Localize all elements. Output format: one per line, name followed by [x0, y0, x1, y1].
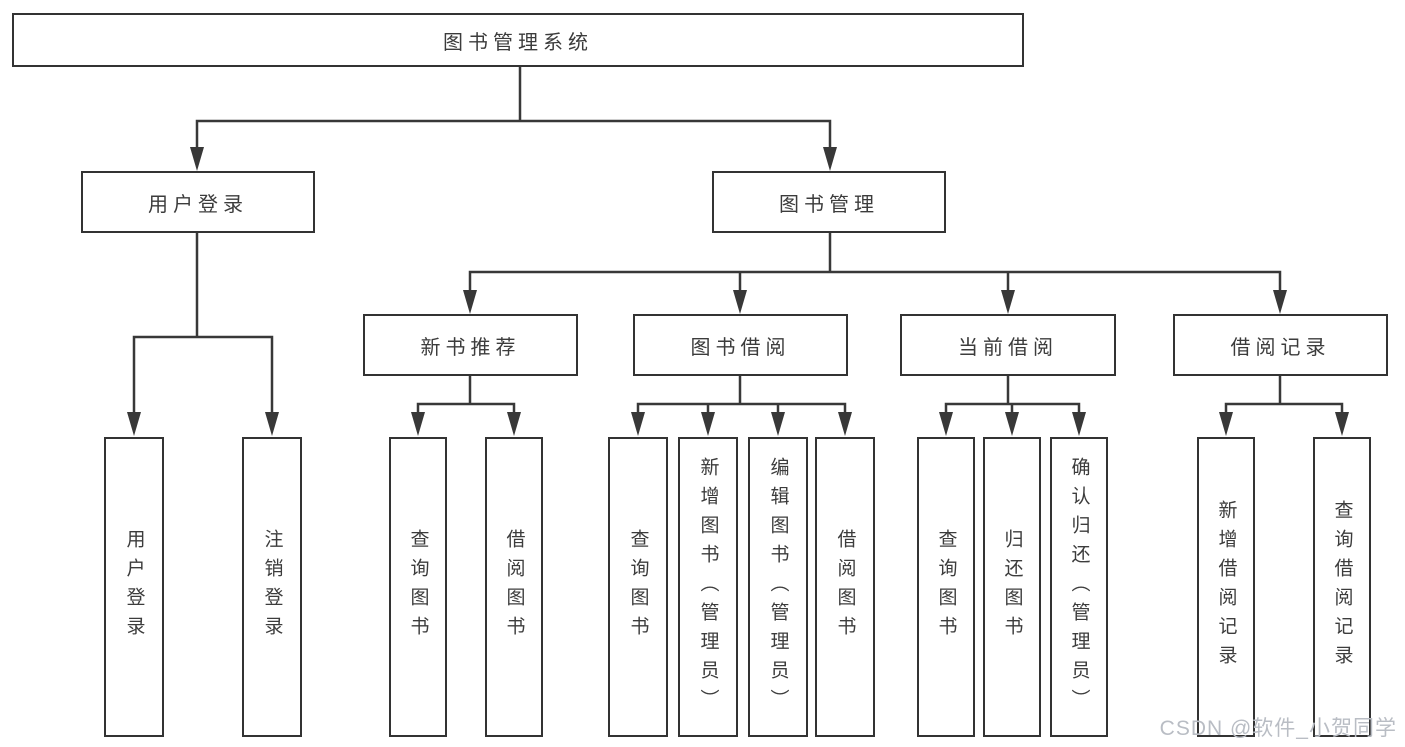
leaf-query-books-current: 查询图书 [917, 437, 975, 737]
connector-recommend-to-leaves [416, 376, 516, 414]
node-borrowing-records: 借阅记录 [1173, 314, 1388, 376]
arrowhead [733, 290, 747, 314]
leaf-user-login: 用户登录 [104, 437, 164, 737]
arrowhead [838, 412, 852, 436]
leaf-borrow-books-borrowing-label: 借阅图书 [834, 529, 856, 645]
node-book-management: 图书管理 [712, 171, 946, 233]
leaf-query-books-current-label: 查询图书 [935, 529, 957, 645]
leaf-borrow-books-recommend-label: 借阅图书 [503, 529, 525, 645]
arrowhead [631, 412, 645, 436]
node-book-borrowing: 图书借阅 [633, 314, 848, 376]
arrowhead [507, 412, 521, 436]
leaf-borrow-books-recommend: 借阅图书 [485, 437, 543, 737]
arrowhead [463, 290, 477, 314]
leaf-query-books-borrowing: 查询图书 [608, 437, 668, 737]
leaf-add-books-admin: 新增图书（管理员） [678, 437, 738, 737]
leaf-query-books-borrowing-label: 查询图书 [627, 529, 649, 645]
arrowhead [411, 412, 425, 436]
leaf-edit-books-admin-label: 编辑图书（管理员） [767, 456, 789, 718]
arrowhead [1001, 290, 1015, 314]
connector-current-to-leaves [944, 376, 1081, 414]
connector-bookmgmt-to-level3 [468, 233, 1282, 293]
leaf-confirm-return-admin-label: 确认归还（管理员） [1068, 456, 1090, 718]
leaf-borrow-books-borrowing: 借阅图书 [815, 437, 875, 737]
arrowhead [1335, 412, 1349, 436]
arrowhead [127, 412, 141, 436]
leaf-query-borrow-record: 查询借阅记录 [1313, 437, 1371, 737]
arrowhead [1273, 290, 1287, 314]
node-current-borrowing: 当前借阅 [900, 314, 1116, 376]
connector-root-to-level2 [195, 67, 832, 150]
arrowhead [823, 147, 837, 171]
connector-userlogin-to-leaves [132, 233, 274, 415]
arrowhead [1219, 412, 1233, 436]
arrowhead [265, 412, 279, 436]
leaf-logout-label: 注销登录 [261, 529, 283, 645]
arrowhead [1005, 412, 1019, 436]
arrowhead [1072, 412, 1086, 436]
leaf-return-books-label: 归还图书 [1001, 529, 1023, 645]
node-new-book-recommend: 新书推荐 [363, 314, 578, 376]
leaf-query-borrow-record-label: 查询借阅记录 [1331, 500, 1353, 674]
arrowhead [701, 412, 715, 436]
leaf-user-login-label: 用户登录 [123, 529, 145, 645]
arrowhead [939, 412, 953, 436]
arrowhead [771, 412, 785, 436]
connector-records-to-leaves [1224, 376, 1344, 414]
node-library-management-system: 图书管理系统 [12, 13, 1024, 67]
leaf-add-borrow-record-label: 新增借阅记录 [1215, 500, 1237, 674]
node-user-login: 用户登录 [81, 171, 315, 233]
leaf-confirm-return-admin: 确认归还（管理员） [1050, 437, 1108, 737]
leaf-edit-books-admin: 编辑图书（管理员） [748, 437, 808, 737]
leaf-add-borrow-record: 新增借阅记录 [1197, 437, 1255, 737]
leaf-query-books-recommend-label: 查询图书 [407, 529, 429, 645]
leaf-query-books-recommend: 查询图书 [389, 437, 447, 737]
leaf-return-books: 归还图书 [983, 437, 1041, 737]
arrowhead [190, 147, 204, 171]
connector-borrowing-to-leaves [636, 376, 847, 414]
csdn-watermark: CSDN @软件_小贺同学 [1159, 717, 1397, 740]
leaf-add-books-admin-label: 新增图书（管理员） [697, 456, 719, 718]
leaf-logout: 注销登录 [242, 437, 302, 737]
